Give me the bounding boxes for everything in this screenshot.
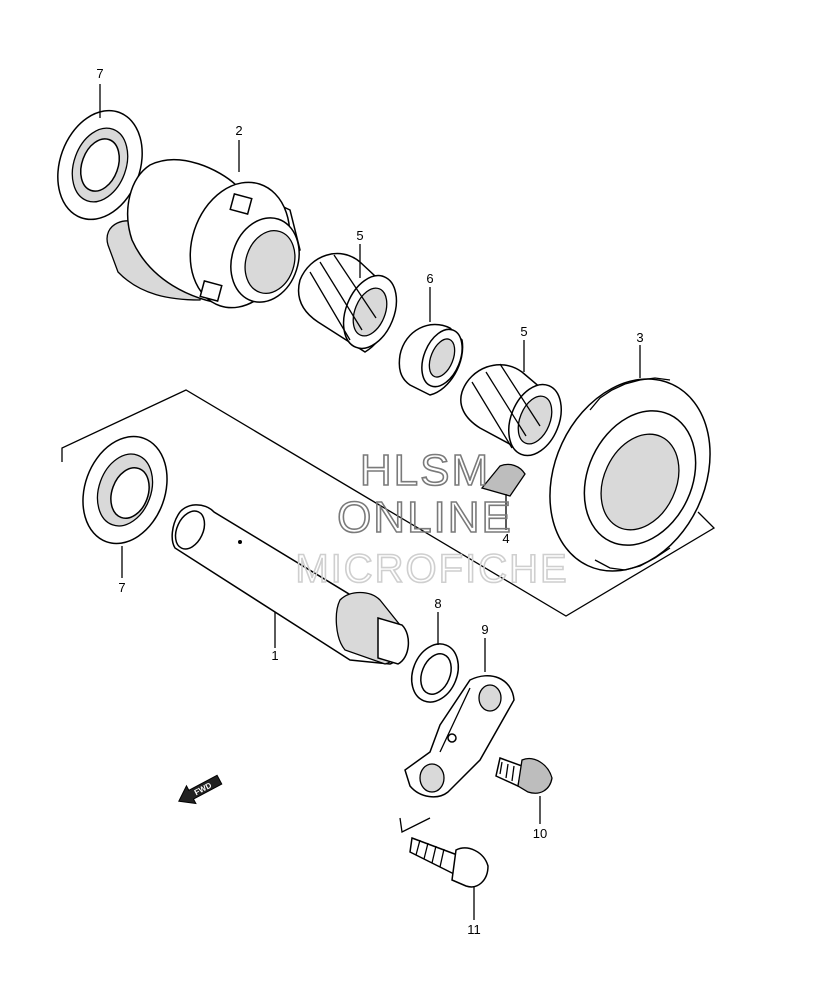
key xyxy=(480,463,526,497)
needle-bearing-upper xyxy=(297,252,398,353)
callout-7-lower: 7 xyxy=(118,580,125,595)
watermark-line-2: ONLINE xyxy=(337,493,513,542)
callout-7-top: 7 xyxy=(96,66,103,81)
callout-8: 8 xyxy=(434,596,441,611)
kick-arm xyxy=(404,675,515,798)
fwd-arrow: FWD xyxy=(178,774,223,805)
assembly-outline xyxy=(61,389,716,833)
oil-seal-lower xyxy=(82,435,168,545)
collar xyxy=(398,323,464,396)
bolt-short xyxy=(495,757,553,794)
kick-shaft xyxy=(171,504,410,665)
callout-5-lower: 5 xyxy=(520,324,527,339)
callout-3: 3 xyxy=(636,330,643,345)
callout-2: 2 xyxy=(235,123,242,138)
watermark-line-3: MICROFICHE xyxy=(295,547,568,591)
needle-bearing-lower xyxy=(460,363,562,457)
callout-9: 9 xyxy=(481,622,488,637)
callout-5-upper: 5 xyxy=(356,228,363,243)
callout-10: 10 xyxy=(533,826,547,841)
shaft-holder xyxy=(106,158,301,309)
idle-gear xyxy=(549,377,711,572)
bolt-long xyxy=(409,836,489,888)
callout-4: 4 xyxy=(502,531,509,546)
oil-seal-top xyxy=(57,109,143,221)
callout-1: 1 xyxy=(271,648,278,663)
watermark: HLSM ONLINE MICROFICHE xyxy=(295,445,568,592)
callout-6: 6 xyxy=(426,271,433,286)
callouts: 7 2 5 6 5 3 4 7 1 8 9 10 11 xyxy=(96,66,643,937)
washer xyxy=(410,643,460,703)
callout-11: 11 xyxy=(467,922,481,937)
watermark-line-1: HLSM xyxy=(360,446,490,495)
leader-lines xyxy=(99,84,641,920)
